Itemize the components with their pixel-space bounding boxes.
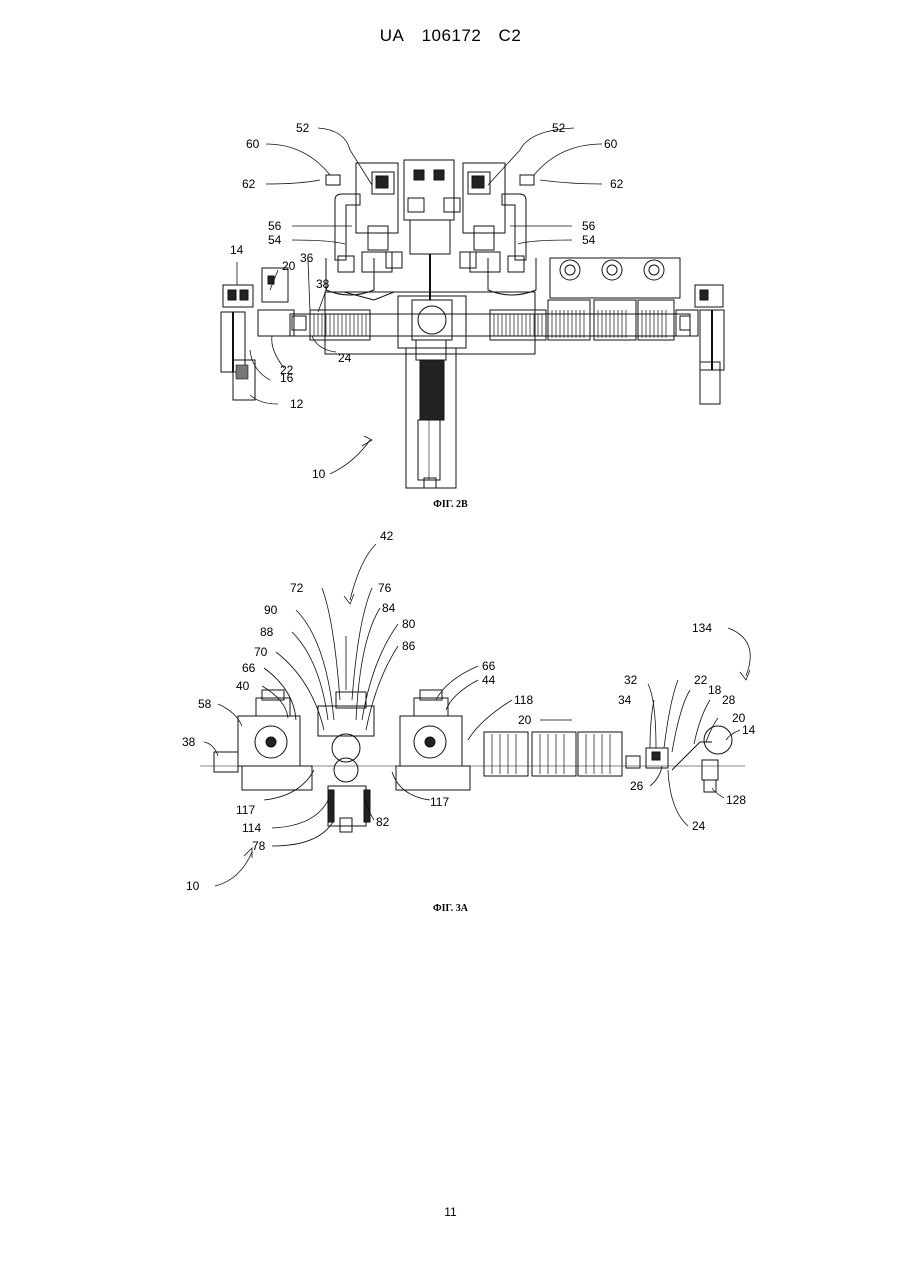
- ref-38: 38: [316, 277, 330, 291]
- ref-32: 32: [624, 673, 638, 687]
- ref-16: 16: [280, 371, 294, 385]
- ref-36: 36: [300, 251, 314, 265]
- ref-28: 28: [722, 693, 736, 707]
- ref-52-right: 52: [552, 121, 566, 135]
- fig3a-leader-lines: [204, 544, 750, 886]
- fig2b-left-tower: [326, 163, 402, 300]
- ref-90: 90: [264, 603, 278, 617]
- ref-42: 42: [380, 529, 394, 543]
- ref-10-fig3a: 10: [186, 879, 200, 893]
- ref-66-left: 66: [242, 661, 256, 675]
- fig2b-reference-numerals: 52 60 62 52 60 62 56 54 56 54 14 20 36 3…: [230, 121, 624, 481]
- ref-56-left: 56: [268, 219, 282, 233]
- page-number: 11: [0, 1205, 901, 1219]
- ref-52-left: 52: [296, 121, 310, 135]
- ref-24: 24: [338, 351, 352, 365]
- ref-58: 58: [198, 697, 212, 711]
- ref-12: 12: [290, 397, 304, 411]
- ref-78: 78: [252, 839, 266, 853]
- ref-24-fig3a: 24: [692, 819, 706, 833]
- ref-76: 76: [378, 581, 392, 595]
- ref-82: 82: [376, 815, 390, 829]
- ref-118: 118: [514, 693, 533, 707]
- ref-88: 88: [260, 625, 274, 639]
- fig2b-right-tower: [460, 163, 536, 295]
- ref-128: 128: [726, 793, 746, 807]
- ref-62-right: 62: [610, 177, 624, 191]
- ref-80: 80: [402, 617, 416, 631]
- ref-14-fig3a: 14: [742, 723, 756, 737]
- ref-66-right: 66: [482, 659, 496, 673]
- ref-60-left: 60: [246, 137, 260, 151]
- ref-34: 34: [618, 693, 632, 707]
- ref-72: 72: [290, 581, 304, 595]
- ref-134: 134: [692, 621, 712, 635]
- ref-117-right: 117: [430, 795, 449, 809]
- ref-54-right: 54: [582, 233, 596, 247]
- ref-14: 14: [230, 243, 244, 257]
- ref-56-right: 56: [582, 219, 596, 233]
- ref-44: 44: [482, 673, 496, 687]
- ref-62-left: 62: [242, 177, 256, 191]
- ref-26: 26: [630, 779, 644, 793]
- ref-114: 114: [242, 821, 261, 835]
- fig2b-right-end-unit: [676, 285, 724, 404]
- ref-86: 86: [402, 639, 416, 653]
- ref-38-fig3a: 38: [182, 735, 196, 749]
- ref-54-left: 54: [268, 233, 282, 247]
- ref-10-fig2b: 10: [312, 467, 326, 481]
- ref-22-fig3a: 22: [694, 673, 708, 687]
- ref-84: 84: [382, 601, 396, 615]
- ref-20: 20: [282, 259, 296, 273]
- ref-117-left: 117: [236, 803, 255, 817]
- ref-70: 70: [254, 645, 268, 659]
- ref-18: 18: [708, 683, 722, 697]
- ref-60-right: 60: [604, 137, 618, 151]
- ref-40: 40: [236, 679, 250, 693]
- figure-3a-caption: ФІГ. 3А: [0, 903, 901, 914]
- ref-20-center: 20: [518, 713, 532, 727]
- figure-2b-caption: ФІГ. 2В: [0, 499, 901, 510]
